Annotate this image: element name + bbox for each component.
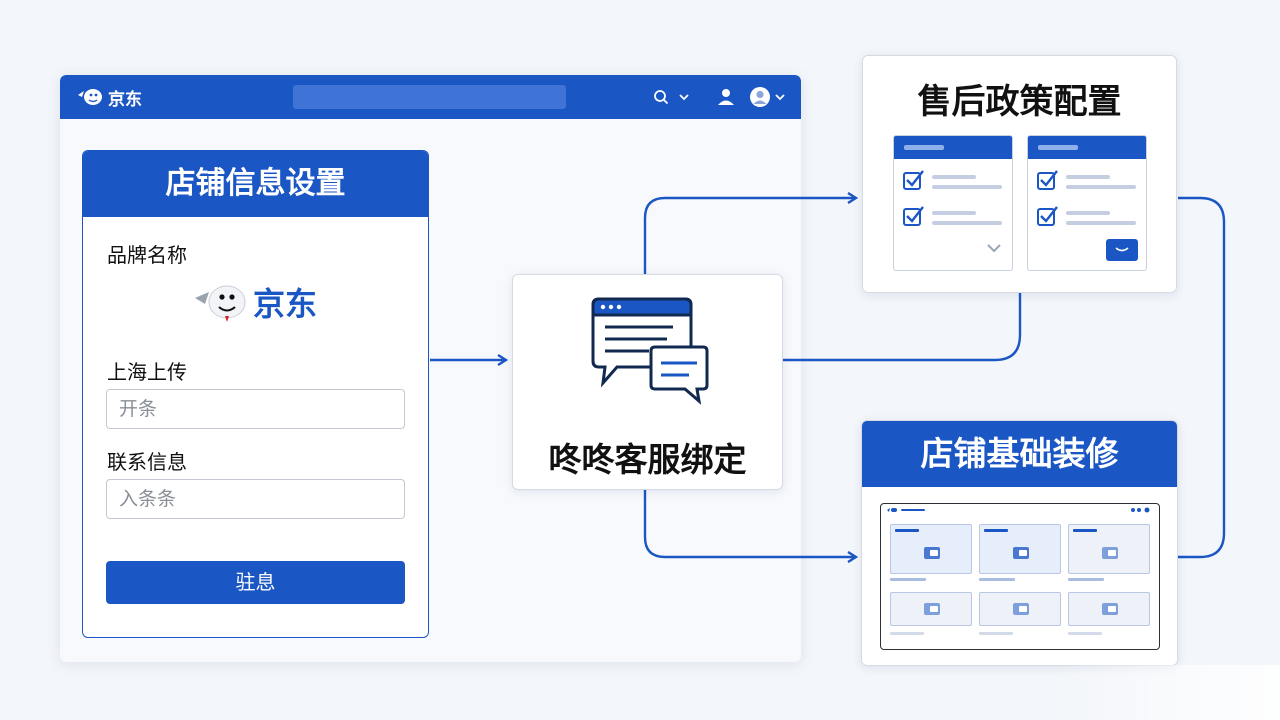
top-bar: 京东	[60, 75, 801, 119]
chevron-down-icon[interactable]	[775, 92, 785, 102]
user-icon[interactable]	[713, 88, 739, 106]
arrow-cs-to-decor	[643, 490, 855, 557]
customer-service-card[interactable]: 咚咚客服绑定	[512, 274, 783, 490]
brand-logo-text: 京东	[253, 285, 318, 323]
chevron-down-icon	[987, 244, 1001, 253]
search-input[interactable]	[293, 85, 566, 109]
top-icons	[653, 85, 785, 109]
storefront-preview	[880, 503, 1160, 650]
search-icon[interactable]	[653, 89, 669, 105]
location-label: 上海上传	[107, 360, 187, 384]
line-policy-to-decor-right	[1178, 196, 1226, 559]
checkbox-checked-icon	[1037, 170, 1058, 190]
store-info-form: 店铺信息设置 品牌名称 京东 上海上传 开条 联系信息 入条条 驻息	[82, 150, 429, 638]
product-thumb	[890, 524, 972, 574]
preview-topbar	[887, 507, 1150, 513]
product-thumb	[890, 592, 972, 626]
jd-dog-icon	[195, 285, 246, 322]
product-thumb	[979, 592, 1061, 626]
jd-logo[interactable]: 京东	[76, 84, 142, 110]
watermark-fade	[1050, 665, 1280, 720]
product-thumb	[1068, 524, 1150, 574]
store-decoration-card[interactable]: 店铺基础装修	[861, 420, 1178, 666]
location-input[interactable]: 开条	[106, 389, 405, 429]
policy-checklist-left	[903, 170, 1002, 253]
line-cs-to-policy-bottom	[783, 293, 1022, 362]
avatar-icon[interactable]	[749, 86, 771, 108]
submit-button[interactable]: 驻息	[106, 561, 405, 604]
jd-dog-icon	[78, 89, 102, 105]
jd-logo-text: 京东	[108, 89, 142, 110]
customer-service-title: 咚咚客服绑定	[548, 440, 747, 479]
product-thumb	[1068, 592, 1150, 626]
contact-input[interactable]: 入条条	[106, 479, 405, 519]
after-sales-policy-card[interactable]: 售后政策配置	[862, 55, 1177, 293]
contact-label: 联系信息	[107, 450, 187, 474]
after-sales-title: 售后政策配置	[917, 82, 1122, 122]
arrow-cs-to-policy	[643, 198, 855, 274]
checkbox-checked-icon	[903, 206, 924, 226]
brand-name-label: 品牌名称	[107, 243, 187, 267]
brand-logo: 京东	[193, 279, 317, 325]
policy-panel-left	[893, 135, 1013, 271]
form-title: 店铺信息设置	[83, 151, 428, 217]
checkbox-checked-icon	[903, 170, 924, 190]
policy-panel-right	[1027, 135, 1147, 271]
decoration-title: 店铺基础装修	[862, 421, 1177, 487]
product-thumb	[979, 524, 1061, 574]
checkbox-checked-icon	[1037, 206, 1058, 226]
chevron-down-icon[interactable]	[679, 92, 689, 102]
policy-checklist-right	[1037, 170, 1138, 261]
chat-window-icon	[591, 297, 709, 405]
